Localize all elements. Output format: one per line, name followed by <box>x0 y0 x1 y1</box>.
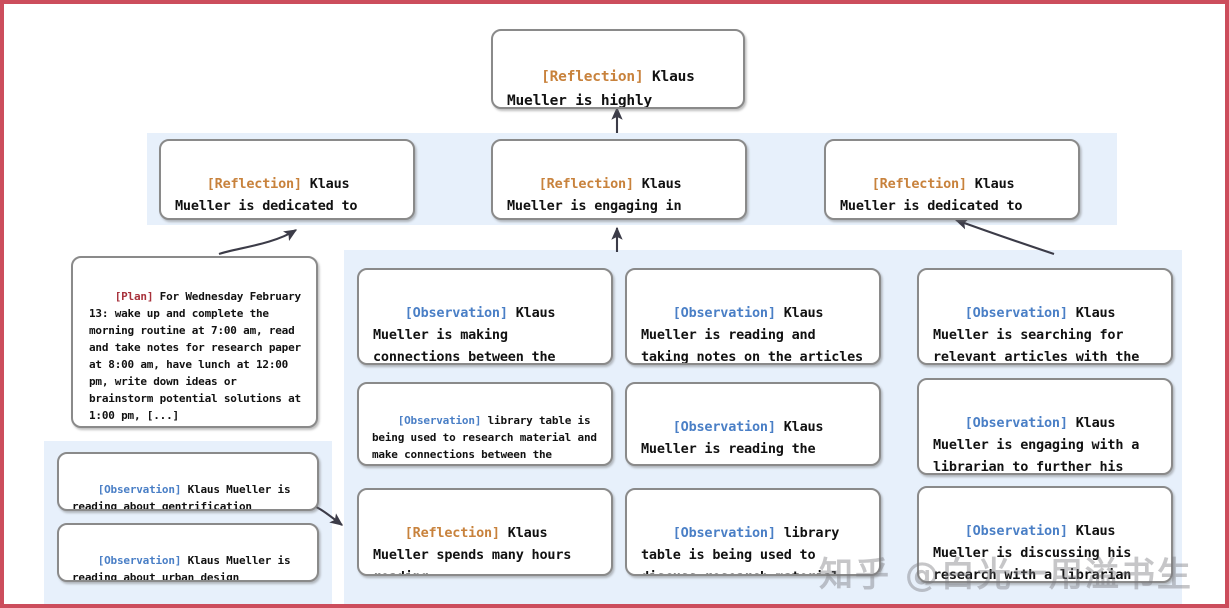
tag-observation: [Observation] <box>97 554 182 567</box>
node-col1-reflection-hours-reading[interactable]: [Reflection] Klaus Mueller spends many h… <box>357 488 613 576</box>
node-text: Klaus Mueller is searching for relevant … <box>933 305 1140 365</box>
node-observation-gentrification[interactable]: [Observation] Klaus Mueller is reading a… <box>57 452 319 511</box>
node-col2-observation-discuss-material[interactable]: [Observation] library table is being use… <box>625 488 881 576</box>
node-col3-observation-discussing-research[interactable]: [Observation] Klaus Mueller is discussin… <box>917 486 1173 583</box>
node-observation-urban-design[interactable]: [Observation] Klaus Mueller is reading a… <box>57 523 319 582</box>
node-text: library table is being used to research … <box>372 414 597 461</box>
node-text: Klaus Mueller is engaging in research ac… <box>507 176 682 214</box>
node-text: Klaus Mueller is reading the assigned ma… <box>641 419 824 464</box>
tag-reflection: [Reflection] <box>541 69 644 85</box>
node-text: Klaus Mueller is making connections betw… <box>373 305 556 365</box>
node-text: Klaus Mueller spends many hours reading <box>373 525 572 574</box>
node-text: For Wednesday February 13: wake up and c… <box>89 290 308 422</box>
node-col3-observation-engaging-librarian[interactable]: [Observation] Klaus Mueller is engaging … <box>917 378 1173 475</box>
tag-observation: [Observation] <box>672 419 776 435</box>
node-plan[interactable]: [Plan] For Wednesday February 13: wake u… <box>71 256 318 428</box>
tag-plan: [Plan] <box>114 290 154 303</box>
node-mid-reflection-right[interactable]: [Reflection] Klaus Mueller is dedicated … <box>824 139 1080 220</box>
node-text: Klaus Mueller is dedicated to research <box>175 176 358 214</box>
node-mid-reflection-left[interactable]: [Reflection] Klaus Mueller is dedicated … <box>159 139 415 220</box>
node-col2-observation-assigned-material[interactable]: [Observation] Klaus Mueller is reading t… <box>625 382 881 466</box>
node-col1-observation-library-table[interactable]: [Observation] library table is being use… <box>357 382 613 466</box>
tag-observation: [Observation] <box>964 523 1068 539</box>
node-text: library table is being used to discuss r… <box>641 525 840 574</box>
node-text: Klaus Mueller is engaging with a librari… <box>933 415 1140 475</box>
node-col3-observation-searching-articles[interactable]: [Observation] Klaus Mueller is searching… <box>917 268 1173 365</box>
node-text: Klaus Mueller is reading about gentrific… <box>72 483 297 511</box>
node-text: Klaus Mueller is reading and taking note… <box>641 305 863 365</box>
node-col2-observation-reading-notes[interactable]: [Observation] Klaus Mueller is reading a… <box>625 268 881 365</box>
tag-reflection: [Reflection] <box>404 525 500 541</box>
tag-observation: [Observation] <box>97 483 182 496</box>
node-col1-observation-connections[interactable]: [Observation] Klaus Mueller is making co… <box>357 268 613 365</box>
node-root-reflection[interactable]: [Reflection] Klaus Mueller is highly ded… <box>491 29 745 109</box>
tag-reflection: [Reflection] <box>206 176 302 192</box>
tag-observation: [Observation] <box>964 305 1068 321</box>
node-text: Klaus Mueller is discussing his research… <box>933 523 1140 583</box>
tag-observation: [Observation] <box>672 525 776 541</box>
tag-observation: [Observation] <box>404 305 508 321</box>
tag-reflection: [Reflection] <box>871 176 967 192</box>
tag-reflection: [Reflection] <box>538 176 634 192</box>
tag-observation: [Observation] <box>672 305 776 321</box>
node-text: Klaus Mueller is dedicated to research <box>840 176 1023 214</box>
node-text: Klaus Mueller is highly dedicated to res… <box>507 69 695 109</box>
node-text: Klaus Mueller is reading about urban des… <box>72 554 297 582</box>
tag-observation: [Observation] <box>964 415 1068 431</box>
tag-observation: [Observation] <box>397 414 482 427</box>
node-mid-reflection-center[interactable]: [Reflection] Klaus Mueller is engaging i… <box>491 139 747 220</box>
